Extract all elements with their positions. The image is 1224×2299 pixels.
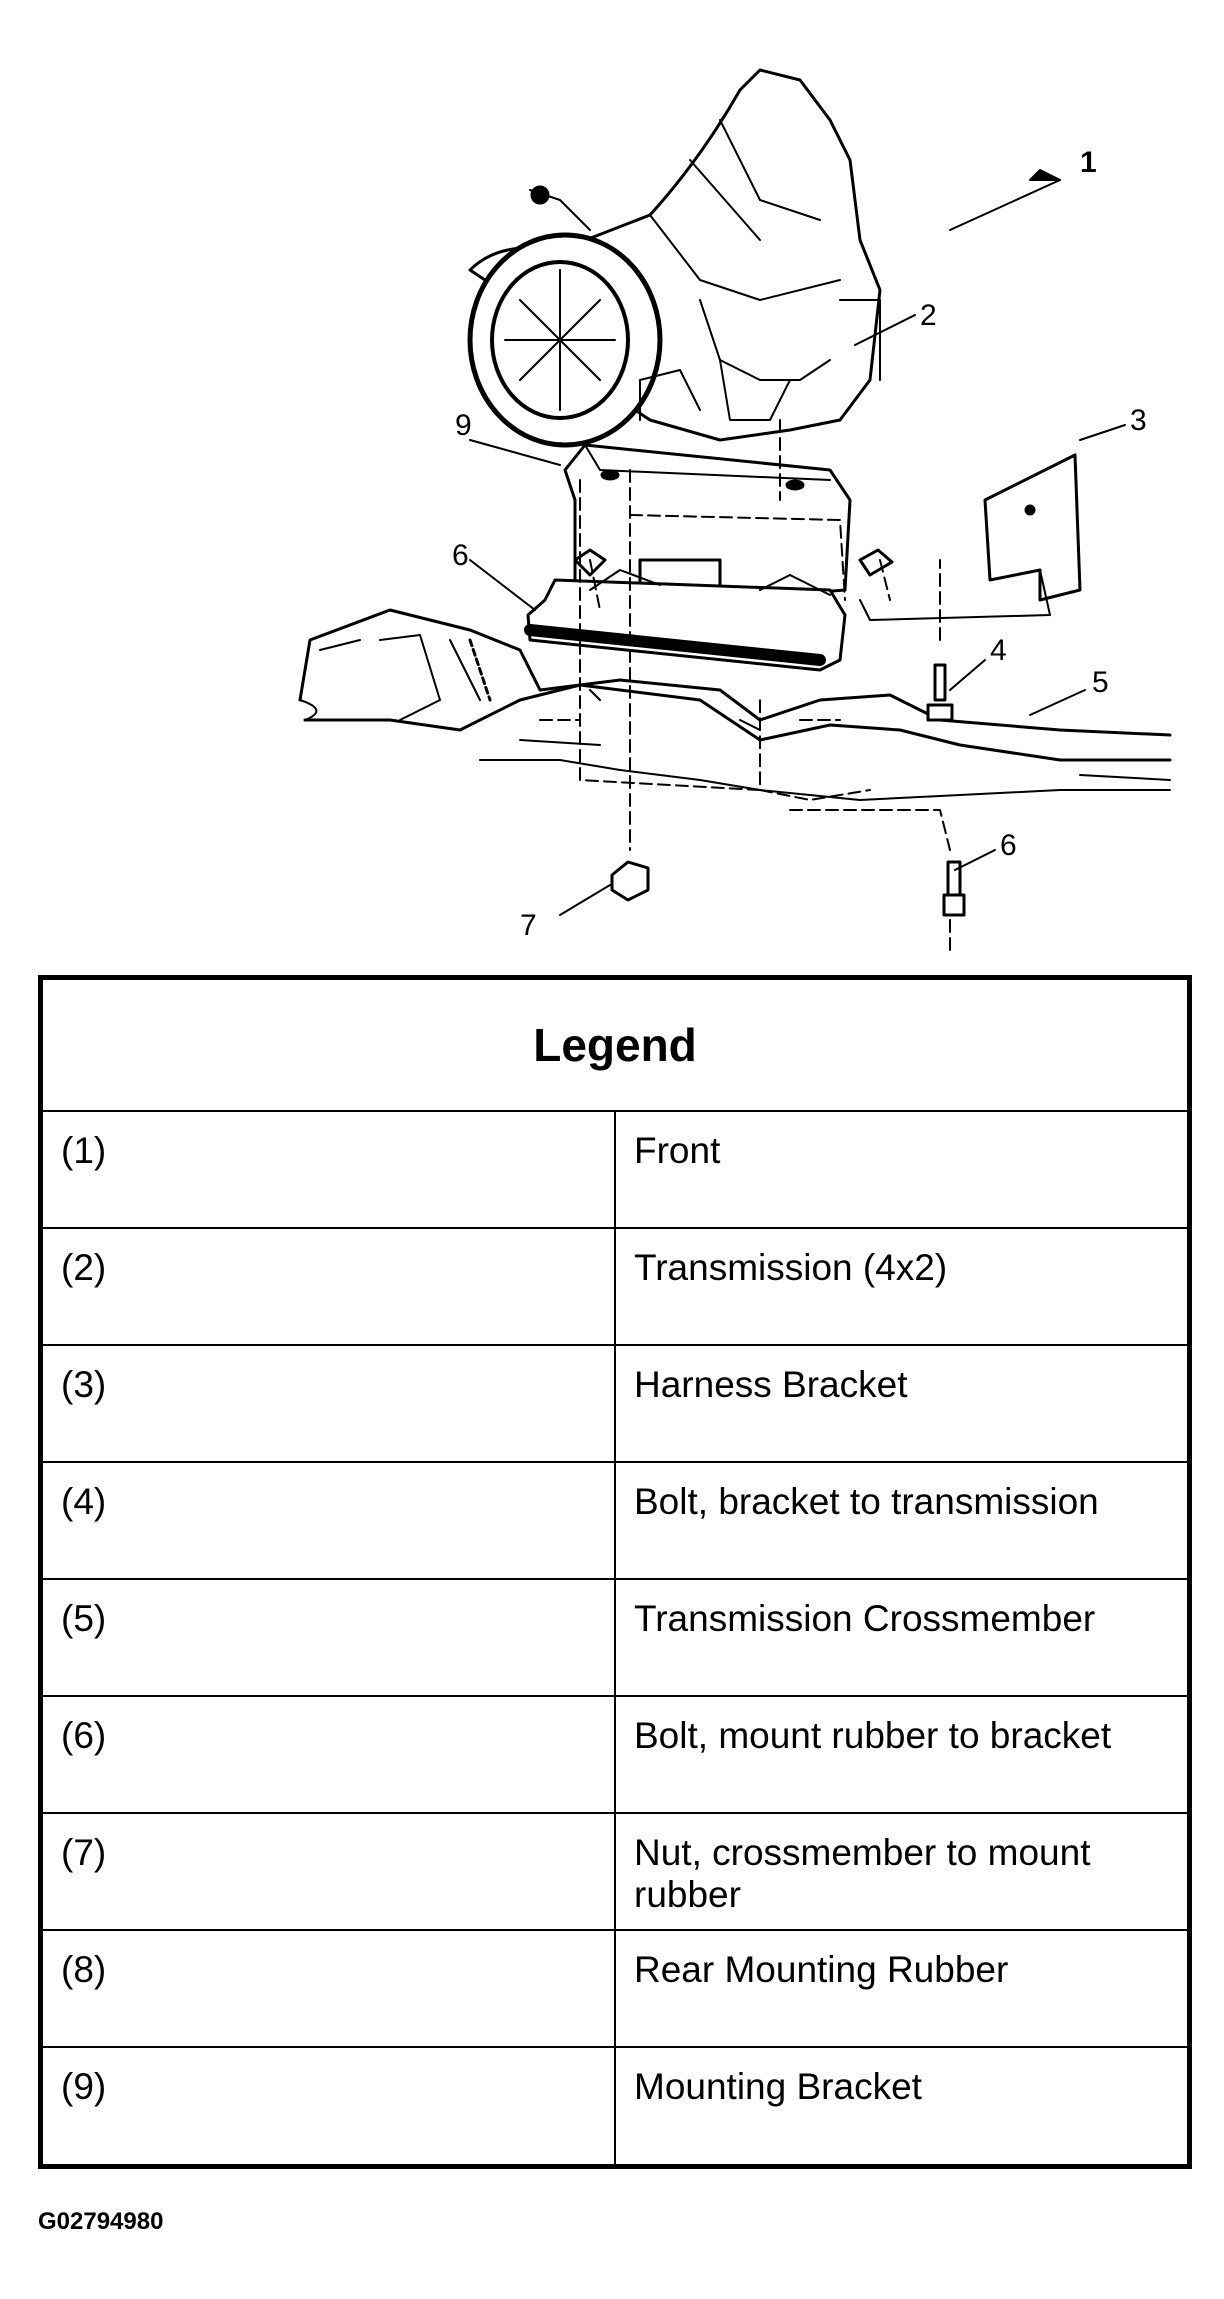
legend-row: (1) Front <box>43 1111 1187 1228</box>
callout-9: 9 <box>455 409 472 442</box>
legend-row: (5) Transmission Crossmember <box>43 1578 1187 1696</box>
legend-row: (8) Rear Mounting Rubber <box>43 1929 1187 2047</box>
harness-bracket-drawing <box>859 453 1082 621</box>
legend-row: (7) Nut, crossmember to mount rubber <box>43 1812 1187 1930</box>
callout-6a: 6 <box>452 539 469 572</box>
legend-row: (3) Harness Bracket <box>43 1344 1187 1462</box>
callout-7: 7 <box>520 909 537 942</box>
exploded-diagram: 1 2 3 4 5 6 6 7 9 <box>0 0 1224 970</box>
legend-description: Mounting Bracket <box>615 2046 1187 2164</box>
legend-row: (4) Bolt, bracket to transmission <box>43 1461 1187 1579</box>
legend-row: (9) Mounting Bracket <box>43 2046 1187 2164</box>
legend-number: (4) <box>43 1461 616 1579</box>
legend-description: Front <box>634 1130 721 1171</box>
legend-number: (6) <box>43 1695 616 1813</box>
legend-number: (1) <box>43 1111 616 1228</box>
legend-description: Nut, crossmember to mount rubber <box>615 1812 1187 1930</box>
legend-title: Legend <box>43 980 1187 1112</box>
callout-3: 3 <box>1130 404 1147 437</box>
legend-row: (6) Bolt, mount rubber to bracket <box>43 1695 1187 1813</box>
callout-4: 4 <box>990 634 1007 667</box>
diagram-svg: 1 2 3 4 5 6 6 7 9 <box>298 68 1172 951</box>
legend-description: Transmission (4x2) <box>615 1227 1187 1345</box>
legend-number: (3) <box>43 1344 616 1462</box>
legend-row: (2) Transmission (4x2) <box>43 1227 1187 1345</box>
legend-description: Bolt, bracket to transmission <box>615 1461 1187 1579</box>
transmission-drawing <box>467 68 882 448</box>
legend-number: (8) <box>43 1929 616 2047</box>
callout-2: 2 <box>920 299 937 332</box>
crossmember-drawing <box>298 608 1172 801</box>
legend-table: Legend (1) Front (2) Transmission (4x2) … <box>38 975 1192 2169</box>
figure-id: G02794980 <box>38 2208 164 2235</box>
callout-6b: 6 <box>1000 829 1017 862</box>
legend-description: Transmission Crossmember <box>615 1578 1187 1696</box>
legend-number: (5) <box>43 1578 616 1696</box>
fasteners-drawing <box>610 663 966 917</box>
legend-number: (9) <box>43 2046 616 2164</box>
legend-number: (2) <box>43 1227 616 1345</box>
legend-description: Rear Mounting Rubber <box>615 1929 1187 2047</box>
legend-number: (7) <box>43 1812 616 1930</box>
callout-5: 5 <box>1092 666 1109 699</box>
callouts: 1 2 3 4 5 6 6 7 9 <box>452 146 1147 942</box>
callout-1: 1 <box>1080 146 1097 179</box>
mounting-bracket-drawing <box>563 443 852 602</box>
legend-description: Bolt, mount rubber to bracket <box>615 1695 1187 1813</box>
leader-lines <box>469 169 1126 916</box>
legend-description: Harness Bracket <box>615 1344 1187 1462</box>
alignment-lines <box>539 419 951 951</box>
